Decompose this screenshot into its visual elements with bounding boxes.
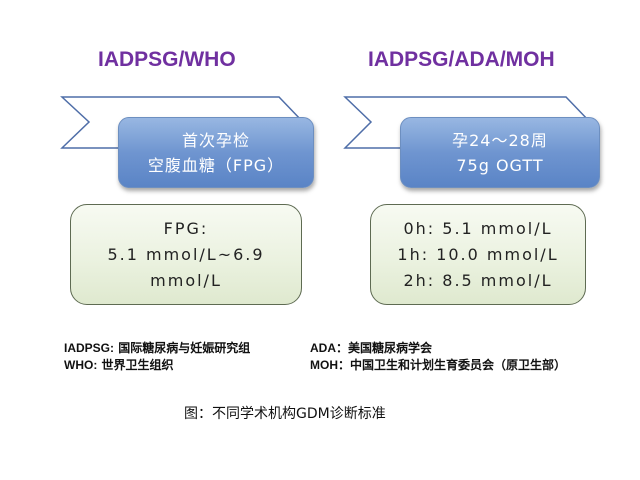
legend-desc: 国际糖尿病与妊娠研究组 xyxy=(114,341,251,355)
legend-left: IADPSG: 国际糖尿病与妊娠研究组 WHO: 世界卫生组织 xyxy=(64,340,250,374)
figure-caption: 图：不同学术机构GDM诊断标准 xyxy=(184,406,386,422)
left-criteria-box: FPG: 5.1 mmol/L~6.9 mmol/L xyxy=(70,204,302,305)
left-heading: IADPSG/WHO xyxy=(98,48,236,71)
legend-abbr: ADA： xyxy=(310,341,348,355)
right-stage-line-2: 75g OGTT xyxy=(456,155,544,175)
right-criteria-box: 0h: 5.1 mmol/L 1h: 10.0 mmol/L 2h: 8.5 m… xyxy=(370,204,586,305)
legend-desc: 世界卫生组织 xyxy=(97,358,174,372)
right-stage-line-1: 孕24～28周 xyxy=(452,130,548,150)
left-stage-box: 首次孕检 空腹血糖（FPG） xyxy=(118,117,314,188)
left-criteria-line-1: FPG: xyxy=(163,218,209,238)
legend-desc: 中国卫生和计划生育委员会（原卫生部） xyxy=(350,358,567,372)
legend-abbr: WHO: xyxy=(64,358,98,372)
legend-desc: 美国糖尿病学会 xyxy=(348,341,433,355)
right-stage-box: 孕24～28周 75g OGTT xyxy=(400,117,600,188)
legend-item-who: WHO: 世界卫生组织 xyxy=(64,357,250,374)
legend-right: ADA：美国糖尿病学会 MOH：中国卫生和计划生育委员会（原卫生部） xyxy=(310,340,566,374)
left-criteria-line-2: 5.1 mmol/L~6.9 xyxy=(107,244,265,264)
right-heading: IADPSG/ADA/MOH xyxy=(368,48,555,71)
legend-item-moh: MOH：中国卫生和计划生育委员会（原卫生部） xyxy=(310,357,566,374)
legend-abbr: MOH： xyxy=(310,358,350,372)
legend-item-ada: ADA：美国糖尿病学会 xyxy=(310,340,566,357)
legend-item-iadpsg: IADPSG: 国际糖尿病与妊娠研究组 xyxy=(64,340,250,357)
right-criteria-line-3: 2h: 8.5 mmol/L xyxy=(403,270,553,290)
right-criteria-line-2: 1h: 10.0 mmol/L xyxy=(397,244,559,264)
legend-abbr: IADPSG: xyxy=(64,341,115,355)
left-criteria-line-3: mmol/L xyxy=(150,270,222,290)
right-criteria-line-1: 0h: 5.1 mmol/L xyxy=(403,218,553,238)
left-stage-line-1: 首次孕检 xyxy=(181,130,250,150)
left-stage-line-2: 空腹血糖（FPG） xyxy=(147,155,285,175)
